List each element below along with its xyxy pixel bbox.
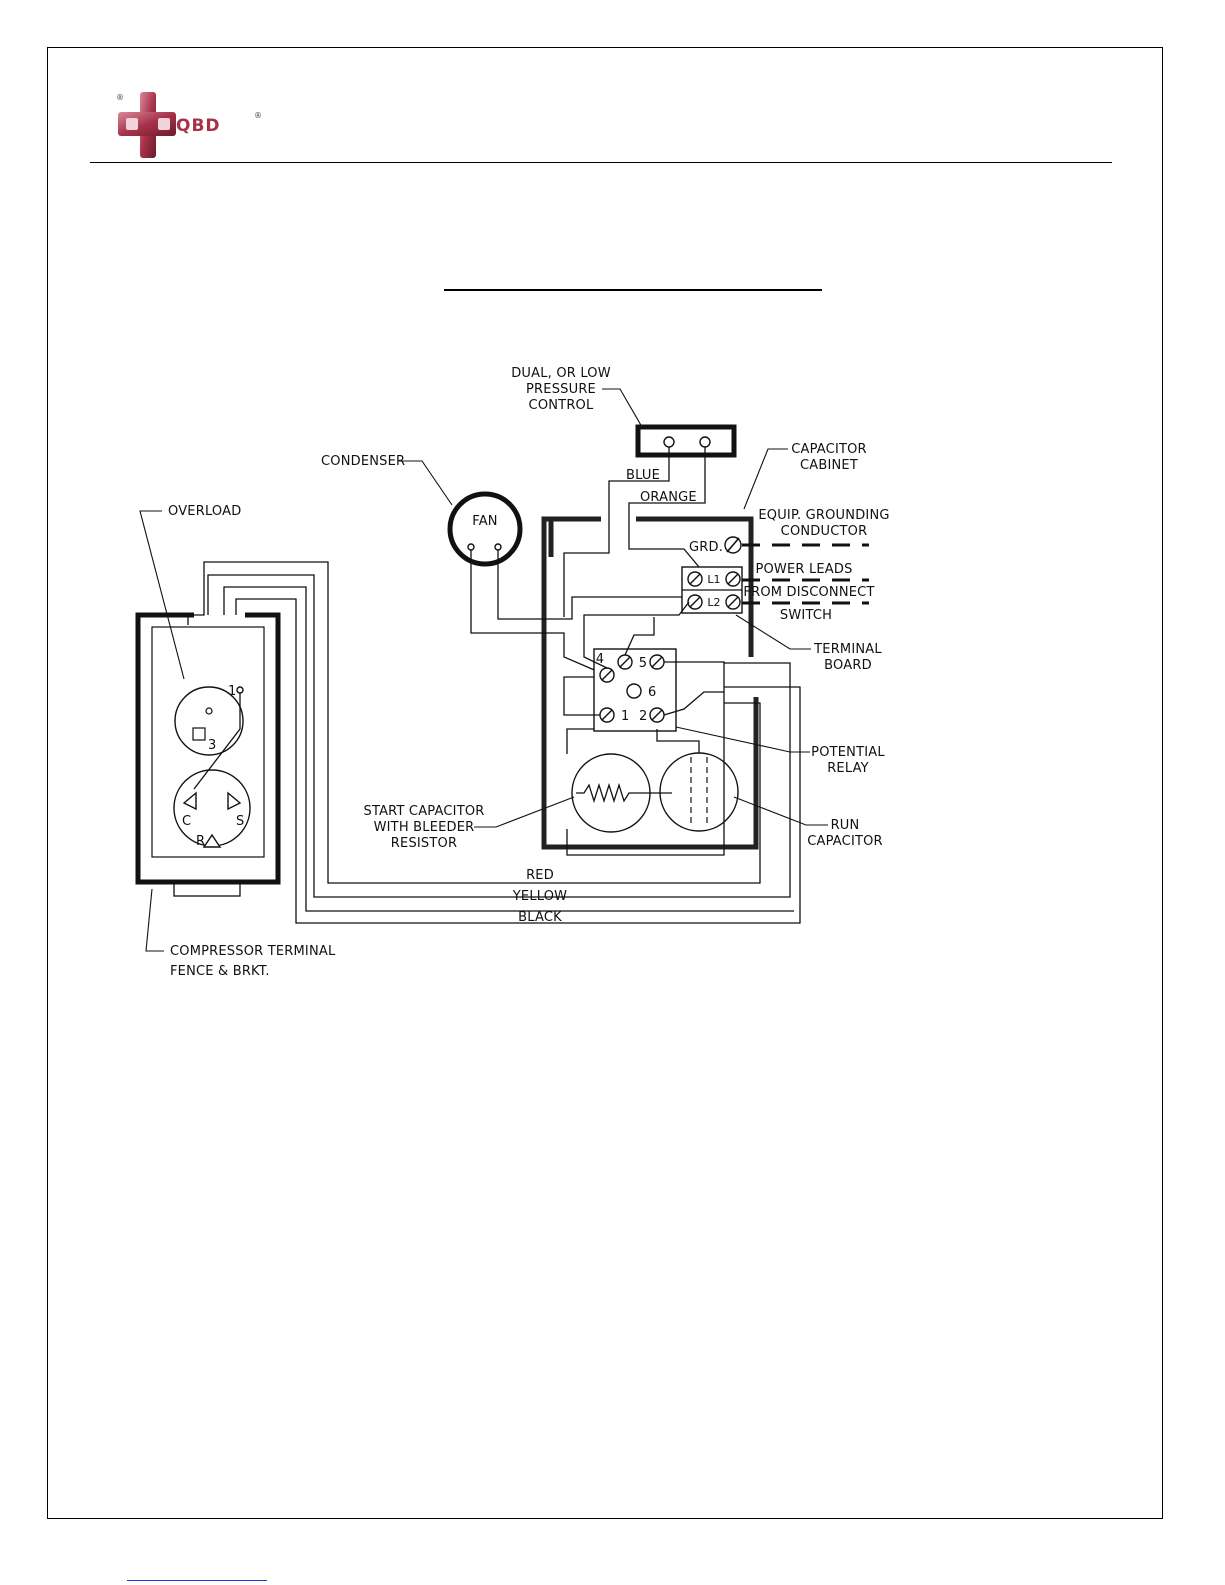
blue-wire [563,447,670,617]
start-capacitor-label: START CAPACITOR WITH BLEEDER RESISTOR [364,804,485,851]
condenser-label: CONDENSER [321,454,405,469]
cabinet-left-wall [541,516,759,850]
black-wire-inner [223,586,794,912]
terminal-board-leader [735,614,811,650]
fan-terminal-2 [494,543,502,551]
potential-relay-line-2: RELAY [827,761,869,776]
relay-terminal-6: 6 [626,683,656,700]
svg-text:®: ® [254,111,262,120]
pressure-control-screw-2 [699,436,711,448]
relay-wire-2 [663,691,724,716]
terminal-s-icon [227,791,242,811]
pressure-control-line-2: PRESSURE [526,382,596,397]
qbd-logo: ® QBD ® [112,88,272,163]
compressor-terminal-line-1: COMPRESSOR TERMINAL [170,944,336,959]
run-cap-wire [656,729,700,753]
power-leads-line-3: SWITCH [780,608,832,623]
svg-text:6: 6 [648,685,656,700]
condenser-leader [399,460,453,506]
qbd-logo-mark: ® QBD ® [116,92,262,158]
orange-wire [628,447,706,568]
overload-terminal-1-label: 1 [228,684,236,699]
overload-label: OVERLOAD [168,504,241,519]
pressure-control-leader [602,388,643,428]
equip-grounding-line-1: EQUIP. GROUNDING [758,508,889,523]
terminal-s-label: S [236,814,244,829]
terminal-r-icon [202,833,222,848]
relay-wire-4b [624,617,655,656]
terminal-board-line-2: BOARD [824,658,872,673]
pressure-control-box [635,424,737,458]
power-leads-line-2: FROM DISCONNECT [743,585,874,600]
overload-leader [139,510,185,680]
svg-text:5: 5 [639,656,647,671]
pressure-control-line-3: CONTROL [529,398,594,413]
pressure-control-screw-1 [663,436,675,448]
red-wire [187,561,761,884]
svg-text:1: 1 [621,709,629,724]
run-capacitor-line-1: RUN [831,818,860,833]
capacitor-cabinet-leader [743,448,788,510]
overload-to-c-wire [193,693,241,790]
wiring-diagram-svg: DUAL, OR LOW PRESSURE CONTROL BLUE ORANG… [135,366,889,979]
terminal-r-label: R [196,834,205,849]
capacitor-cabinet-line-2: CABINET [800,458,858,473]
capacitor-cabinet-line-1: CAPACITOR [791,442,867,457]
orange-label: ORANGE [640,490,697,505]
terminal-c-icon [182,791,197,811]
compressor-terminal-line-2: FENCE & BRKT. [170,964,270,979]
compressor-inner-box [151,626,265,858]
equip-grounding-line-2: CONDUCTOR [781,524,868,539]
svg-text:4: 4 [596,652,604,667]
run-capacitor-leader [733,796,828,826]
yellow-wire [207,574,791,898]
red-label: RED [526,868,554,883]
overload-terminal-1 [236,686,244,694]
title-underline [444,289,822,291]
overload-device [174,686,244,756]
relay-terminal-5: 5 [639,654,665,671]
logo-text: QBD [176,116,221,136]
page-frame [47,47,1163,1519]
fan-motor [447,491,523,567]
compressor-bracket [173,881,241,897]
svg-text:®: ® [116,93,124,102]
fan-wire-2 [497,550,700,620]
yellow-label: YELLOW [512,889,567,904]
fan-label: FAN [472,514,498,529]
fan-wire-1 [470,550,607,676]
start-cap-wire [566,728,594,754]
l1-label: L1 [707,573,720,586]
overload-terminal-3-label: 3 [208,738,216,753]
fan-terminal-1 [467,543,475,551]
black-wire [235,598,801,924]
start-capacitor-line-1: START CAPACITOR [364,804,485,819]
terminal-board-line-1: TERMINAL [813,642,882,657]
power-leads-line-1: POWER LEADS [755,562,852,577]
l2-label: L2 [707,596,720,609]
relay-wire-5 [566,661,725,856]
relay-wire-4-l2 [583,601,690,669]
cabinet-top-right-wall [636,516,754,657]
run-capacitor-line-2: CAPACITOR [807,834,883,849]
pressure-control-line-1: DUAL, OR LOW [511,366,611,381]
footer-link-underline[interactable] [127,1580,267,1581]
bleeder-resistor-icon [576,782,646,804]
relay-wire-1 [563,676,600,716]
run-capacitor [659,752,739,832]
start-capacitor-line-2: WITH BLEEDER [374,820,475,835]
overload-terminal-3 [192,727,206,741]
terminal-c-label: C [182,814,191,829]
grd-label: GRD. [689,540,723,555]
blue-label: BLUE [626,468,660,483]
start-capacitor-line-3: RESISTOR [391,836,457,851]
potential-relay-line-1: POTENTIAL [811,745,885,760]
black-label: BLACK [518,910,562,925]
header-rule [90,162,1112,163]
start-capacitor-leader [474,796,575,828]
wiring-diagram: DUAL, OR LOW PRESSURE CONTROL BLUE ORANG… [124,357,889,999]
compressor-terminal-leader [145,888,164,952]
pressure-control-label: DUAL, OR LOW PRESSURE CONTROL [511,366,611,413]
svg-text:2: 2 [639,709,647,724]
